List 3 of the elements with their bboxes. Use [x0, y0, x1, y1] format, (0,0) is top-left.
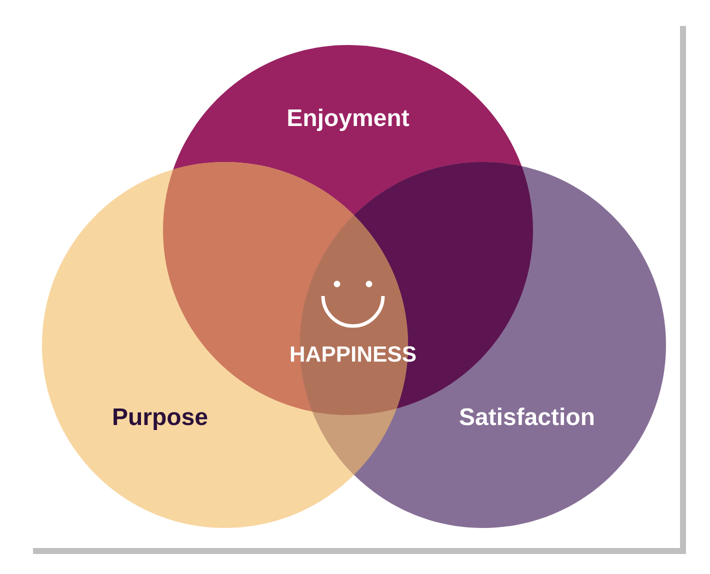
circle-label: Purpose — [114, 408, 208, 430]
circle-label: Satisfaction — [460, 408, 594, 426]
circle-label: Enjoyment — [288, 108, 410, 131]
